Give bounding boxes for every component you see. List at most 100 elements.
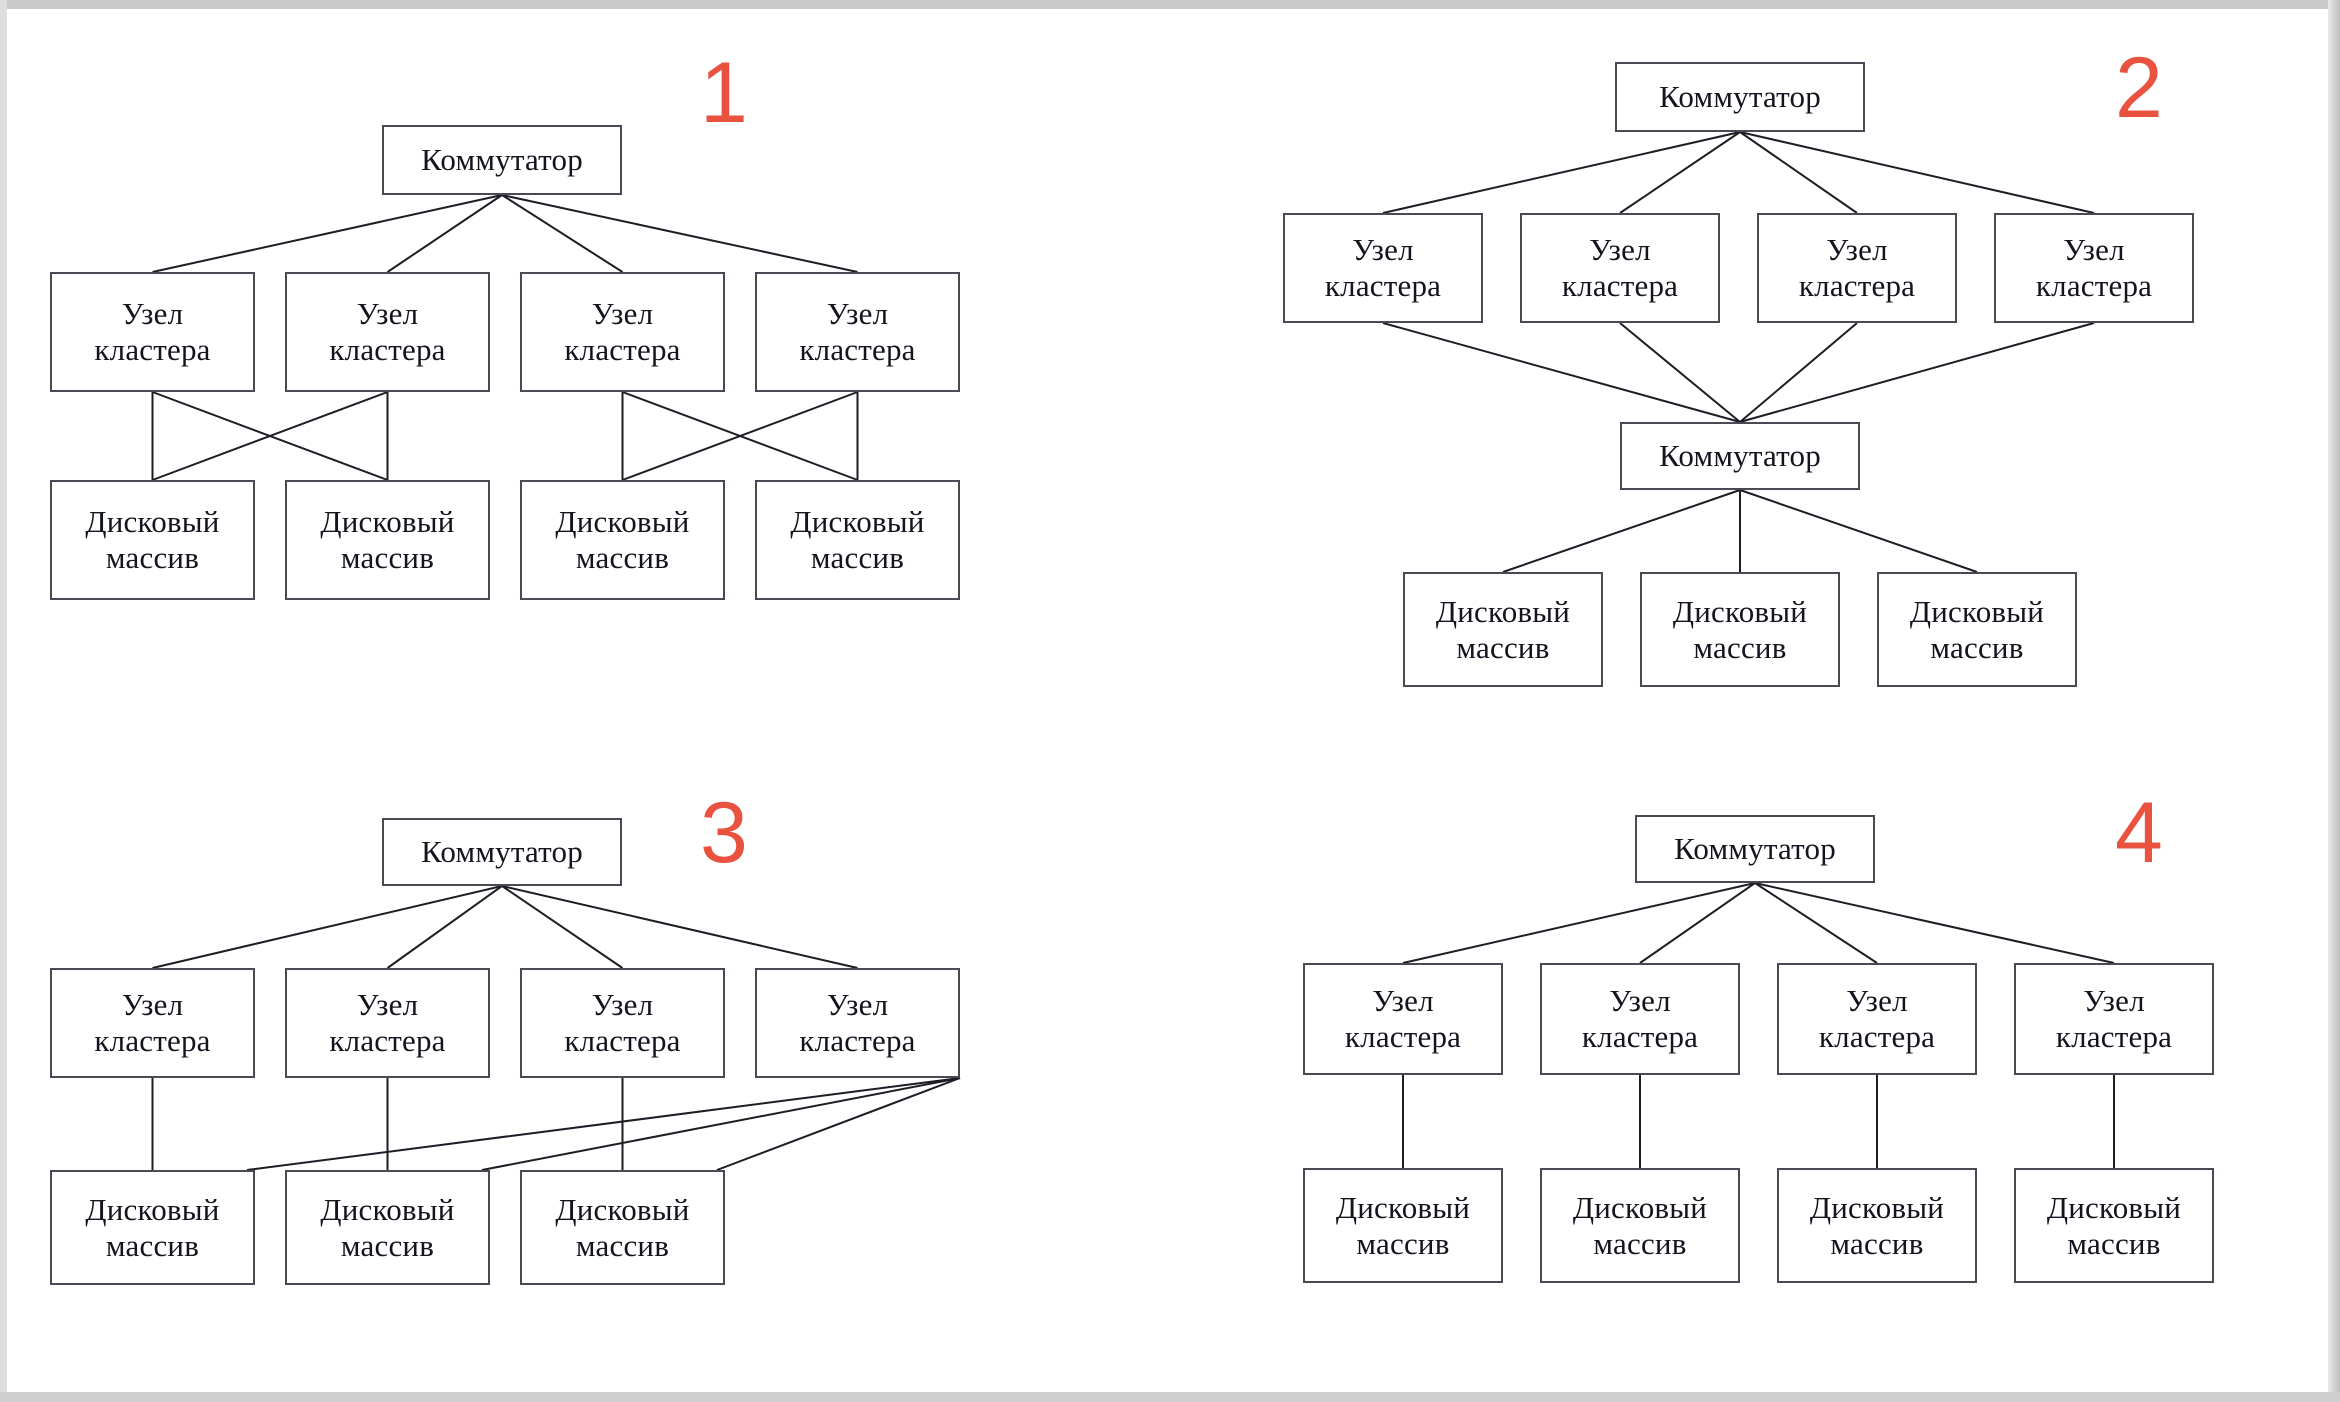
link-switch-to-cluster-node-4 xyxy=(501,885,858,969)
link-switch-to-cluster-node-1 xyxy=(1402,882,1756,964)
page-edge-top xyxy=(0,0,2340,9)
link-cluster-node-4-to-switch-bottom xyxy=(1739,322,2095,423)
link-cluster-node-4-to-disk-array-3 xyxy=(622,391,858,481)
page-edge-right xyxy=(2328,0,2340,1402)
panel-4-switch: Коммутатор xyxy=(1635,815,1875,883)
link-switch-top-to-cluster-node-4 xyxy=(1739,131,2095,214)
page-edge-left xyxy=(0,0,7,1402)
link-switch-to-cluster-node-3 xyxy=(1754,882,1878,964)
panel-number-4: 4 xyxy=(2115,785,2163,881)
link-cluster-node-1-to-switch-bottom xyxy=(1382,322,1741,423)
link-cluster-node-4-to-disk-array-3 xyxy=(716,1077,961,1171)
switch-label: Коммутатор xyxy=(421,142,583,178)
switch-bottom-label: Коммутатор xyxy=(1659,438,1821,474)
link-cluster-node-2-to-switch-bottom xyxy=(1619,322,1741,423)
switch-label: Коммутатор xyxy=(1674,831,1836,867)
link-cluster-node-4-to-disk-array-1 xyxy=(246,1077,961,1171)
page-edge-bottom xyxy=(0,1392,2340,1402)
panel-2-switch-top: Коммутатор xyxy=(1615,62,1865,132)
link-switch-to-cluster-node-2 xyxy=(386,194,503,273)
link-switch-to-cluster-node-3 xyxy=(501,885,624,969)
link-switch-to-cluster-node-3 xyxy=(501,194,624,273)
panel-3-switch: Коммутатор xyxy=(382,818,622,886)
link-switch-to-cluster-node-4 xyxy=(1754,882,2115,964)
panel-2-switch-bottom: Коммутатор xyxy=(1620,422,1860,490)
link-cluster-node-3-to-switch-bottom xyxy=(1739,322,1858,423)
link-switch-bottom-to-disk-array-3 xyxy=(1739,489,1978,573)
panel-number-2: 2 xyxy=(2115,40,2163,136)
link-switch-top-to-cluster-node-3 xyxy=(1739,131,1858,214)
switch-label: Коммутатор xyxy=(421,834,583,870)
panel-number-3: 3 xyxy=(700,785,748,881)
link-switch-to-cluster-node-4 xyxy=(501,194,858,273)
panel-1-switch: Коммутатор xyxy=(382,125,622,195)
link-switch-to-cluster-node-1 xyxy=(152,885,503,969)
link-switch-to-cluster-node-1 xyxy=(152,194,503,273)
link-switch-top-to-cluster-node-2 xyxy=(1619,131,1741,214)
link-switch-to-cluster-node-2 xyxy=(1639,882,1756,964)
panel-number-1: 1 xyxy=(700,45,748,141)
link-switch-to-cluster-node-2 xyxy=(386,885,503,969)
link-cluster-node-1-to-disk-array-2 xyxy=(152,391,388,481)
link-switch-bottom-to-disk-array-1 xyxy=(1502,489,1741,573)
link-cluster-node-2-to-disk-array-1 xyxy=(152,391,388,481)
switch-top-label: Коммутатор xyxy=(1659,79,1821,115)
link-switch-top-to-cluster-node-1 xyxy=(1382,131,1741,214)
